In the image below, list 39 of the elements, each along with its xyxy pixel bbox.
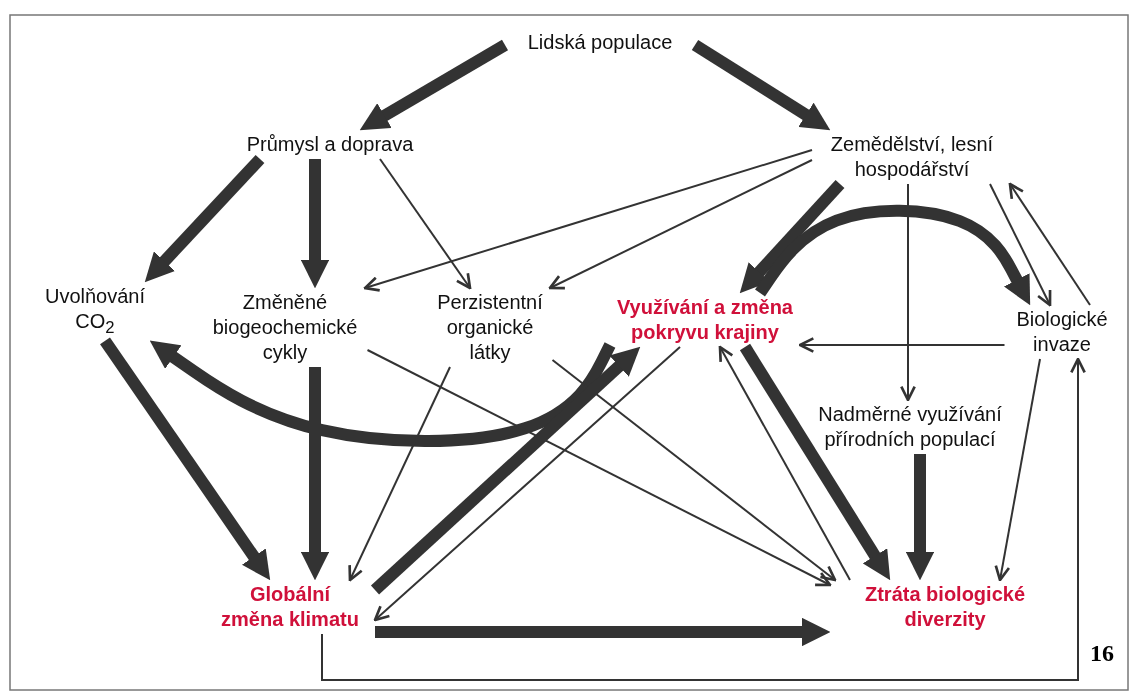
arrow <box>144 154 265 283</box>
node-label: Uvolňování CO$_{2}$ <box>35 282 155 341</box>
arrow <box>321 357 1086 681</box>
arrow <box>739 343 891 581</box>
node-label: Využívání a změna pokryvu krajiny <box>610 293 800 347</box>
node-label: Lidská populace <box>505 28 695 57</box>
arrow <box>989 183 1052 307</box>
node-label: Průmysl a doprava <box>230 130 430 159</box>
arrow <box>755 204 1031 306</box>
arrow <box>691 39 831 131</box>
arrow <box>375 617 831 647</box>
arrow <box>718 345 851 581</box>
node-label: Nadměrné využívání přírodních populací <box>790 400 1030 454</box>
arrow <box>359 39 509 131</box>
arrow <box>905 454 935 581</box>
arrow <box>100 337 271 581</box>
node-label: Biologické invaze <box>1004 305 1120 359</box>
arrow <box>370 346 641 595</box>
arrow <box>798 337 1006 353</box>
arrow <box>379 158 472 290</box>
node-label: Změněné biogeochemické cykly <box>202 288 368 367</box>
node-label: Perzistentní organické látky <box>427 288 553 367</box>
node-label: Ztráta biologické diverzity <box>830 580 1060 634</box>
arrow <box>149 340 616 448</box>
arrow <box>739 179 845 294</box>
arrow <box>366 349 832 587</box>
arrow <box>900 183 916 402</box>
node-label: Globální změna klimatu <box>205 580 375 634</box>
arrow <box>373 346 681 622</box>
arrow <box>551 359 837 582</box>
arrow <box>994 358 1041 582</box>
arrow <box>363 149 813 292</box>
arrow <box>300 367 330 581</box>
page-number: 16 <box>1090 640 1114 667</box>
arrow <box>300 159 330 289</box>
arrow <box>548 159 813 290</box>
arrow <box>1008 182 1091 306</box>
node-label: Zemědělství, lesní hospodářství <box>812 130 1012 184</box>
arrow <box>348 366 451 582</box>
